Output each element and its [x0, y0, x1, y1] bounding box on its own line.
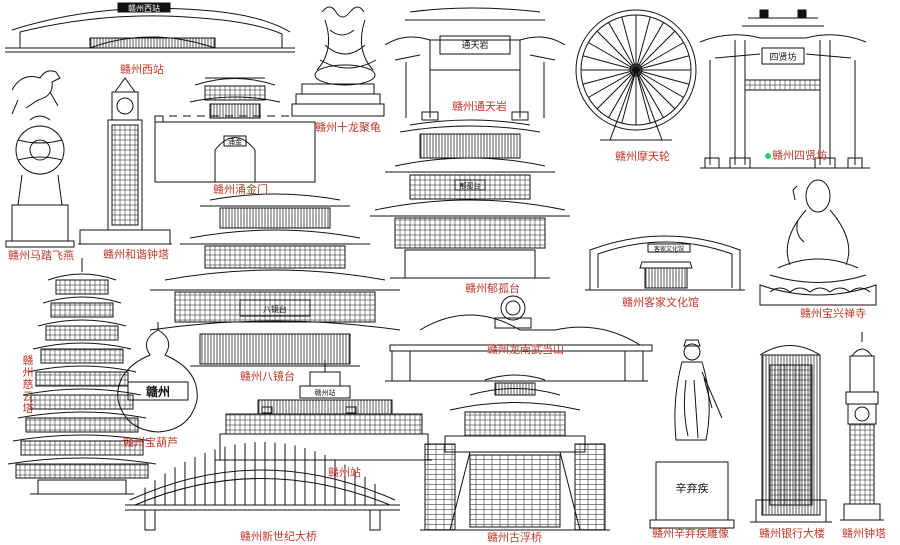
label-horse: 赣州马踏飞燕	[8, 249, 74, 262]
longnan-wudang-drawing	[385, 295, 653, 382]
hakka-museum-drawing	[585, 235, 745, 291]
sign-tongtianyan: 通天岩	[461, 39, 488, 51]
baoxing-buddha-drawing	[759, 179, 877, 306]
clocktower-drawing	[840, 332, 884, 521]
sign-yongjin: 涌金	[228, 137, 242, 146]
label-gourd: 赣州宝葫芦	[123, 436, 178, 449]
yongjin-drawing	[154, 77, 316, 183]
horse-statue-drawing	[5, 70, 75, 248]
fuqiao-drawing	[420, 374, 610, 531]
label-yugutai: 赣州郁孤台	[465, 282, 520, 295]
label-bank: 赣州银行大楼	[759, 527, 825, 540]
label-station: 赣州站	[328, 466, 361, 479]
harmony-clocktower-drawing	[78, 77, 172, 245]
new-century-bridge-drawing	[125, 442, 400, 531]
label-bajingtai: 赣州八镜台	[240, 370, 295, 383]
label-hakka: 赣州客家文化馆	[622, 296, 699, 309]
sign-hakka: 客家文化馆	[654, 245, 684, 253]
sixian-drawing	[699, 9, 870, 169]
label-tongtianyan: 赣州通天岩	[452, 100, 507, 113]
ganzhou-station-drawing	[215, 360, 432, 461]
label-longnan: 赣州龙南武当山	[487, 343, 564, 356]
label-ciyun: 赣州慈云塔	[22, 354, 34, 415]
sign-bajingtai: 八镜台	[263, 304, 287, 314]
label-sixian: 赣州四贤坊	[772, 149, 827, 162]
label-west-station: 赣州西站	[120, 63, 164, 76]
ciyun-pagoda-drawing	[7, 258, 157, 495]
label-clocktower: 赣州钟塔	[842, 527, 886, 540]
sign-yugutai: 郁孤台	[460, 181, 481, 190]
sign-xin-qiji: 辛弃疾	[676, 481, 709, 495]
label-clock-harmony: 赣州和谐钟塔	[103, 248, 169, 261]
sign-station: 赣州站	[315, 388, 336, 397]
label-ferris: 赣州摩天轮	[615, 150, 670, 163]
label-new-century: 赣州新世纪大桥	[240, 530, 317, 543]
xin-qiji-statue-drawing	[649, 339, 735, 529]
sign-west-station: 赣州西站	[128, 3, 160, 13]
label-xin-qiji: 赣州辛弃疾雕像	[652, 527, 729, 540]
label-baoxing: 赣州宝兴禅寺	[800, 307, 866, 320]
bank-building-drawing	[750, 345, 832, 523]
green-dot-marker	[765, 153, 771, 159]
sign-gourd: 赣州	[146, 384, 170, 399]
ferris-wheel-drawing	[575, 9, 697, 141]
tongtianyan-drawing	[384, 7, 566, 121]
label-shilong: 赣州十龙聚龟	[315, 121, 381, 134]
shilong-drawing	[291, 6, 385, 117]
label-yongjin: 赣州涌金门	[213, 183, 268, 196]
west-station-drawing	[5, 2, 295, 53]
gourd-drawing	[117, 322, 198, 433]
sign-sixian: 四贤坊	[769, 51, 796, 63]
yugutai-drawing	[370, 119, 570, 279]
label-fuqiao: 赣州古浮桥	[487, 531, 542, 544]
bajingtai-drawing	[149, 193, 401, 367]
